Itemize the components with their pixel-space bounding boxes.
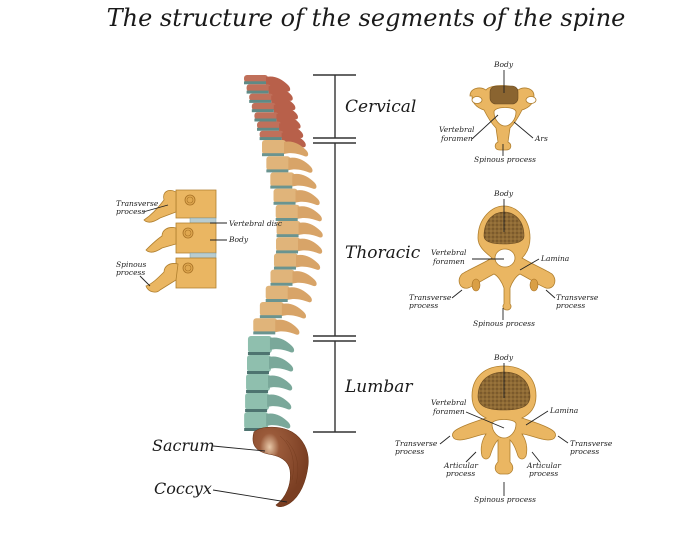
diagram-title: The structure of the segments of the spi… — [107, 4, 626, 32]
thoracic-vertebra — [275, 204, 322, 222]
label-lumbar: Lumbar — [344, 377, 413, 397]
thoracic-vertebra — [273, 188, 320, 206]
cervical-ars-label: Ars — [534, 134, 548, 143]
lumbar-spinous-label: Spinous process — [474, 495, 536, 504]
spine-column — [244, 75, 323, 508]
side-body-label: Body — [228, 235, 249, 244]
side-spinous-label-2: process — [116, 268, 145, 277]
cervical-spinous-label: Spinous process — [474, 155, 536, 164]
thoracic-vertebra — [253, 318, 300, 335]
thoracic-spinous-label: Spinous process — [473, 319, 535, 328]
lumbar-foramen-label-2: foramen — [432, 407, 465, 416]
cervical-vertebra-illustration — [469, 85, 537, 151]
lumbar-vertebra — [247, 355, 294, 374]
thoracic-vertebra — [270, 269, 317, 287]
label-thoracic: Thoracic — [345, 243, 421, 263]
lumbar-transverse-left-1: Transverse — [395, 439, 438, 448]
lumbar-vertebra — [244, 412, 291, 431]
thoracic-transverse-left-2: process — [409, 301, 438, 310]
cervical-foramen-label-2: foramen — [440, 134, 473, 143]
lumbar-vertebra — [245, 393, 292, 412]
thoracic-transverse-right-2: process — [556, 301, 585, 310]
thoracic-vertebra — [270, 172, 317, 189]
thoracic-foramen-label-2: foramen — [432, 257, 465, 266]
thoracic-vertebra — [262, 140, 309, 157]
label-sacrum: Sacrum — [152, 436, 215, 455]
cervical-body-label: Body — [493, 60, 514, 69]
thoracic-vertebra — [265, 285, 312, 303]
segment-brackets — [313, 74, 356, 433]
thoracic-foramen-label-1: Vertebral — [431, 248, 467, 257]
lumbar-transverse-left-2: process — [395, 447, 424, 456]
label-cervical: Cervical — [345, 97, 416, 117]
lumbar-articular-left-2: process — [446, 469, 475, 478]
lumbar-transverse-right-1: Transverse — [570, 439, 613, 448]
sacrum-coccyx — [252, 426, 309, 508]
thoracic-lamina-label: Lamina — [540, 254, 569, 263]
side-transverse-label-2: process — [116, 207, 145, 216]
thoracic-body-label: Body — [493, 189, 514, 198]
lumbar-vertebrae — [244, 336, 295, 431]
thoracic-vertebra — [276, 237, 323, 254]
lumbar-transverse-right-2: process — [570, 447, 599, 456]
lumbar-articular-right-2: process — [529, 469, 558, 478]
side-disc-label: Vertebral disc — [229, 219, 283, 228]
lumbar-articular-right-1: Articular — [526, 461, 561, 470]
thoracic-vertebra — [259, 302, 307, 319]
lumbar-body-label: Body — [493, 353, 514, 362]
lumbar-articular-left-1: Articular — [443, 461, 478, 470]
lumbar-lamina-label: Lamina — [549, 406, 578, 415]
side-view-vertebrae — [143, 189, 217, 293]
lumbar-foramen-label-1: Vertebral — [431, 398, 467, 407]
lumbar-vertebra — [247, 336, 295, 355]
thoracic-vertebrae — [253, 140, 323, 335]
thoracic-vertebra — [273, 253, 321, 270]
label-coccyx: Coccyx — [154, 479, 212, 498]
side-spinous-label-1: Spinous — [116, 260, 147, 269]
lumbar-vertebra — [246, 374, 293, 393]
cervical-vertebrae — [244, 75, 306, 148]
thoracic-vertebra — [266, 156, 313, 173]
thoracic-vertebra — [276, 221, 323, 238]
cervical-foramen-label-1: Vertebral — [439, 125, 475, 134]
thoracic-transverse-right-1: Transverse — [556, 293, 599, 302]
thoracic-transverse-left-1: Transverse — [409, 293, 452, 302]
side-transverse-label-1: Transverse — [116, 199, 159, 208]
